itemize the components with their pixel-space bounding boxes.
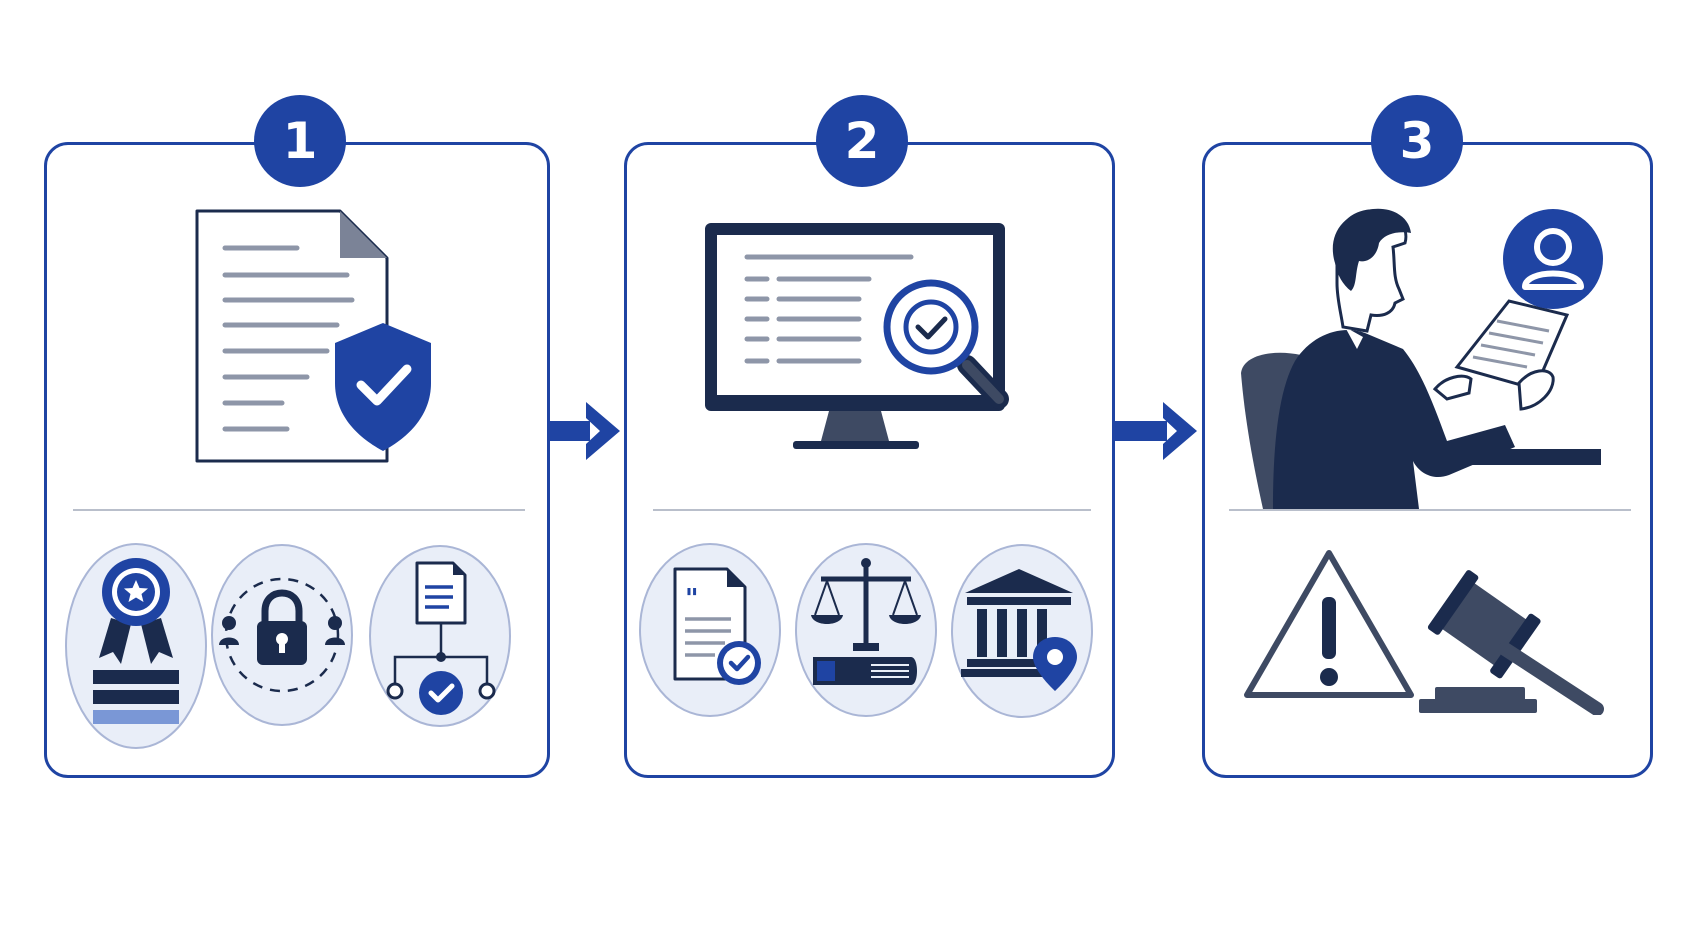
award-ribbon-icon: [65, 543, 207, 749]
person-reading-document-icon: [1241, 208, 1601, 509]
arrow-right-icon: [550, 402, 620, 460]
warning-triangle-icon: [1244, 550, 1414, 698]
monitor-magnifier-check-icon: [705, 223, 1009, 449]
section-divider: [653, 509, 1091, 511]
step-3-badge: 3: [1371, 95, 1463, 187]
document-quote-check-icon: ": [639, 543, 781, 717]
courthouse-location-icon: [951, 544, 1093, 718]
arrow-right-icon: [1115, 402, 1197, 460]
section-divider: [73, 509, 525, 511]
step-2-panel: ": [624, 142, 1115, 778]
svg-text:": ": [685, 584, 699, 614]
section-divider: [1229, 509, 1631, 511]
padlock-users-icon: [211, 544, 353, 726]
user-avatar-icon: [1503, 209, 1603, 309]
step-2-badge: 2: [816, 95, 908, 187]
document-network-check-icon: [369, 545, 511, 727]
step-1-badge: 1: [254, 95, 346, 187]
document-shield-check-icon: [195, 209, 431, 463]
step-1-panel: [44, 142, 550, 778]
step-3-panel: [1202, 142, 1653, 778]
judge-gavel-icon: [1419, 570, 1604, 715]
scales-of-justice-book-icon: [795, 543, 937, 717]
